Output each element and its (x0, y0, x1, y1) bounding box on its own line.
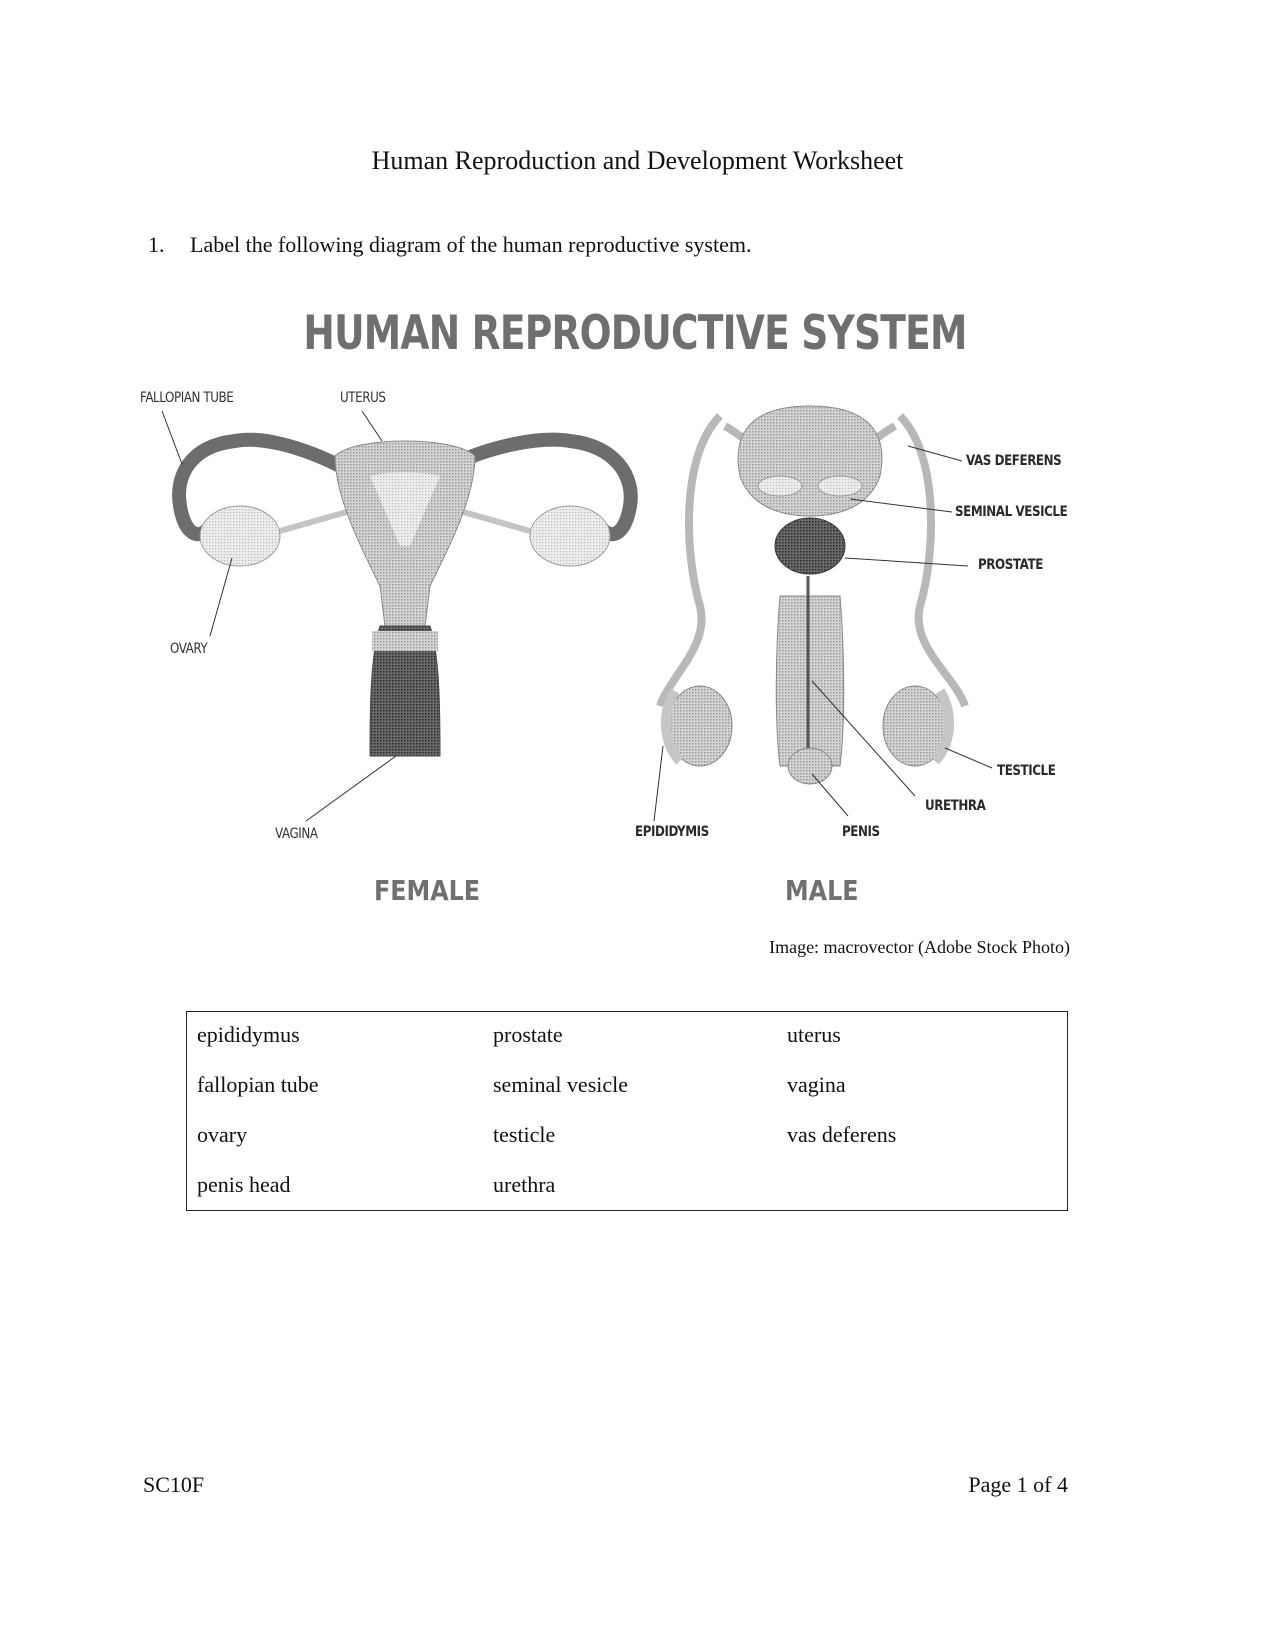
question-number: 1. (148, 232, 165, 257)
question-text: Label the following diagram of the human… (190, 232, 752, 257)
course-code: SC10F (143, 1472, 205, 1497)
word-bank-cell (787, 1172, 896, 1222)
image-credit: Image: macrovector (Adobe Stock Photo) (769, 937, 1070, 957)
word-bank-row: ovary testicle vas deferens (197, 1122, 896, 1172)
male-leader-lines (653, 445, 993, 822)
word-bank-cell: penis head (197, 1172, 291, 1197)
male-heading: MALE (785, 874, 859, 907)
word-bank-cell: prostate (493, 1022, 563, 1047)
male-anatomy (656, 405, 969, 785)
label-prostate: PROSTATE (978, 557, 1043, 573)
page-number: Page 1 of 4 (968, 1472, 1068, 1497)
figure-title: HUMAN REPRODUCTIVE SYSTEM (303, 306, 967, 361)
label-uterus: UTERUS (340, 390, 386, 406)
label-fallopian-tube: FALLOPIAN TUBE (140, 390, 234, 406)
word-bank-cell: epididymus (197, 1022, 300, 1047)
label-seminal-vesicle: SEMINAL VESICLE (955, 504, 1068, 520)
label-penis: PENIS (842, 824, 880, 840)
word-bank-cell: urethra (493, 1172, 556, 1197)
female-heading: FEMALE (374, 874, 481, 907)
label-vas-deferens: VAS DEFERENS (966, 453, 1062, 469)
word-bank-table: epididymus prostate uterus fallopian tub… (197, 1022, 896, 1222)
word-bank-cell: uterus (787, 1022, 841, 1047)
word-bank-row: penis head urethra (197, 1172, 896, 1222)
label-ovary: OVARY (170, 641, 208, 657)
word-bank-cell: vas deferens (787, 1122, 897, 1147)
word-bank-cell: seminal vesicle (493, 1072, 629, 1097)
worksheet-title: Human Reproduction and Development Works… (371, 146, 904, 175)
reproductive-diagram (161, 405, 993, 822)
word-bank-cell: fallopian tube (197, 1072, 319, 1097)
word-bank-cell: ovary (197, 1122, 248, 1147)
word-bank-cell: vagina (787, 1072, 846, 1097)
word-bank-cell: testicle (493, 1122, 556, 1147)
female-anatomy (172, 432, 638, 757)
label-urethra: URETHRA (925, 798, 986, 814)
reproductive-system-figure: HUMAN REPRODUCTIVE SYSTEM (140, 296, 1130, 976)
word-bank: epididymus prostate uterus fallopian tub… (186, 1011, 1068, 1211)
label-vagina: VAGINA (275, 826, 318, 842)
word-bank-row: fallopian tube seminal vesicle vagina (197, 1072, 896, 1122)
label-epididymis: EPIDIDYMIS (635, 824, 709, 840)
question-1: 1. Label the following diagram of the hum… (148, 232, 751, 258)
female-leader-lines (161, 410, 397, 822)
word-bank-row: epididymus prostate uterus (197, 1022, 896, 1072)
label-testicle: TESTICLE (997, 763, 1056, 779)
